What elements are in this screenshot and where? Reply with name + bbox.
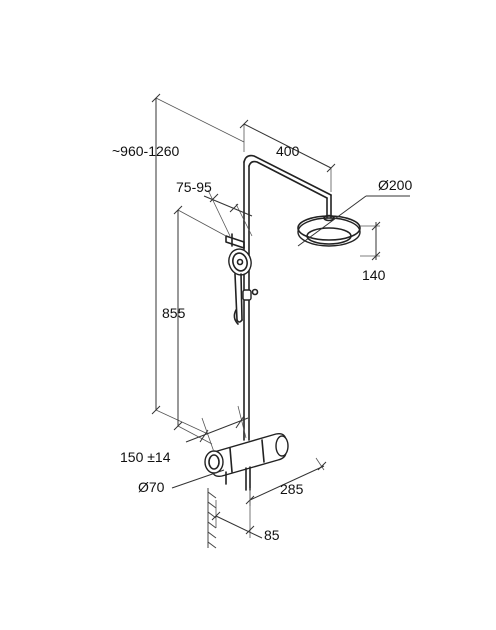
riser-pipe <box>243 154 332 441</box>
label-hand-offset: 75-95 <box>176 179 212 195</box>
dim-hand-offset <box>203 189 253 237</box>
label-mixer-depth: 285 <box>280 481 304 497</box>
label-head-height: 140 <box>362 267 386 283</box>
dim-total-height <box>151 93 245 435</box>
label-rosette-diameter: Ø70 <box>138 479 165 495</box>
dim-rail-height <box>173 205 227 445</box>
label-inlet-spacing: 150 ±14 <box>120 449 171 465</box>
overhead-shower-head <box>297 214 361 247</box>
thermostatic-mixer <box>204 432 289 491</box>
dim-inlet-spacing <box>185 405 249 453</box>
label-wall-offset: 85 <box>264 527 280 543</box>
label-arm-length: 400 <box>276 143 300 159</box>
wall-hatching <box>207 488 217 549</box>
dim-rosette-diameter <box>171 469 225 489</box>
dim-arm-length <box>239 119 336 192</box>
label-rail-height: 855 <box>162 305 186 321</box>
label-head-diameter: Ø200 <box>378 177 412 193</box>
dim-head-height <box>360 221 381 261</box>
dim-head-diameter <box>297 195 410 247</box>
hand-shower <box>225 233 259 325</box>
label-total-height: ~960-1260 <box>112 143 180 159</box>
dim-wall-offset <box>211 490 263 539</box>
